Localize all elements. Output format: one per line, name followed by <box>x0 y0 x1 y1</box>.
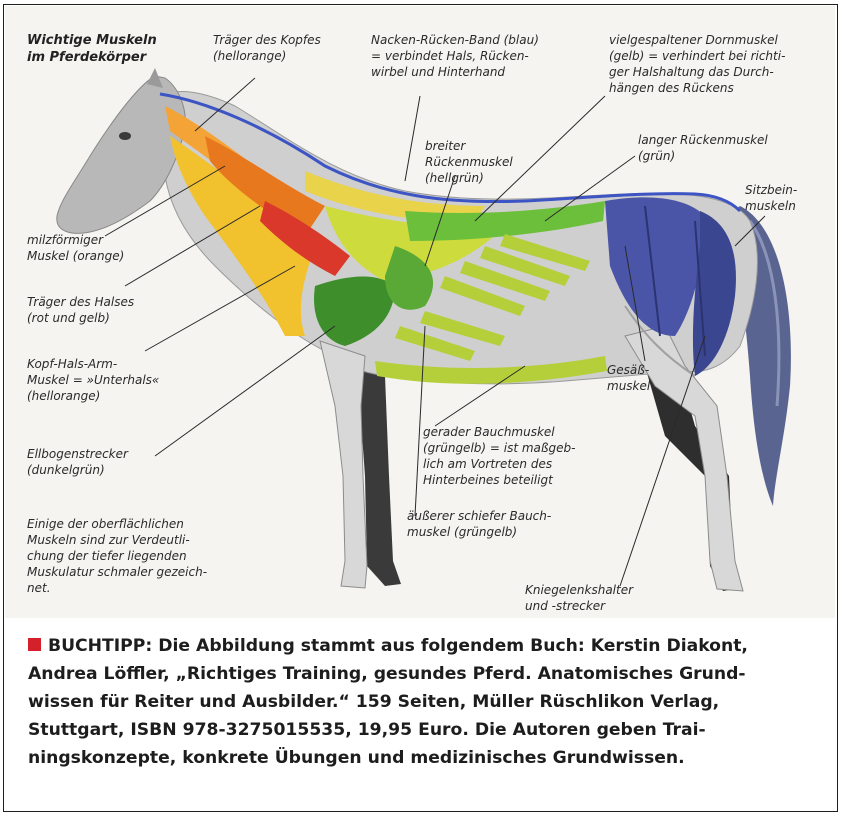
label-gerader-bauchmuskel: gerader Bauchmuskel (grüngelb) = ist maß… <box>423 424 575 488</box>
leader-ellbogen <box>155 326 335 456</box>
caption-line-4: Stuttgart, ISBN 978-3275015535, 19,95 Eu… <box>28 716 818 744</box>
caption-line-3: wissen für Reiter und Ausbilder.“ 159 Se… <box>28 688 818 716</box>
label-milzfoermiger-muskel: milzförmiger Muskel (orange) <box>27 232 124 264</box>
figure-title: Wichtige Muskeln im Pferdekörper <box>27 32 157 66</box>
label-traeger-hals: Träger des Halses (rot und gelb) <box>27 294 134 326</box>
label-hinweis: Einige der oberflächlichen Muskeln sind … <box>27 516 207 596</box>
label-traeger-kopf: Träger des Kopfes (hellorange) <box>213 32 321 64</box>
head <box>57 76 185 233</box>
caption-line-5: ningskonzepte, konkrete Übungen und medi… <box>28 744 818 772</box>
near-front-leg <box>320 341 367 588</box>
label-sitzbeinmuskeln: Sitzbein- muskeln <box>745 182 797 214</box>
label-ellbogenstrecker: Ellbogenstrecker (dunkelgrün) <box>27 446 128 478</box>
label-nacken-ruecken-band: Nacken-Rücken-Band (blau) = verbindet Ha… <box>371 32 539 80</box>
label-kopf-hals-arm: Kopf-Hals-Arm- Muskel = »Unterhals« (hel… <box>27 356 159 404</box>
caption-line-1: BUCHTIPP: Die Abbildung stammt aus folge… <box>28 632 818 660</box>
label-langer-rueckenmuskel: langer Rückenmuskel (grün) <box>638 132 768 164</box>
label-gesaessmuskel: Gesäß- muskel <box>607 362 650 394</box>
horse-muscle-figure: Wichtige Muskeln im Pferdekörper Träger … <box>5 6 835 618</box>
label-dornmuskel: vielgespaltener Dornmuskel (gelb) = verh… <box>609 32 785 96</box>
caption-text-1: BUCHTIPP: Die Abbildung stammt aus folge… <box>48 636 748 656</box>
label-aeusserer-bauchmuskel: äußerer schiefer Bauch- muskel (grüngelb… <box>407 508 551 540</box>
label-kniegelenk: Kniegelenkshalter und -strecker <box>525 582 633 614</box>
caption-line-2: Andrea Löffler, „Richtiges Training, ges… <box>28 660 818 688</box>
label-breiter-rueckenmuskel: breiter Rückenmuskel (hellgrün) <box>425 138 513 186</box>
book-tip-caption: BUCHTIPP: Die Abbildung stammt aus folge… <box>28 632 818 772</box>
leader-nacken <box>405 96 420 181</box>
caption-marker <box>28 638 41 651</box>
